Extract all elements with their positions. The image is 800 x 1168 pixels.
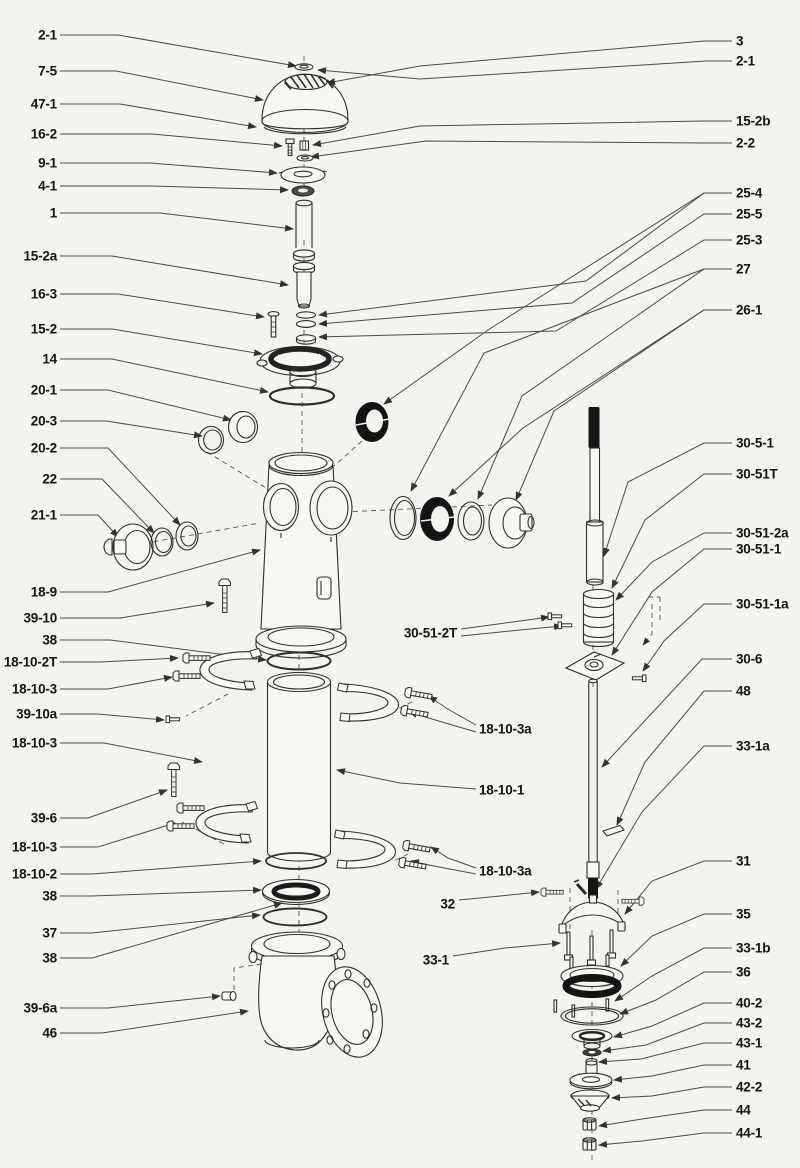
pumper-nozzle-group [389,495,535,549]
part-label-26-1: 26-1 [736,302,763,318]
hose-nozzle-cap-group [103,521,199,571]
part-label-40-2: 40-2 [736,995,763,1011]
part-label-18-9: 18-9 [30,584,57,600]
part-label-18-10-3a: 18-10-3a [479,721,532,737]
part-label-18-10-2T: 18-10-2T [3,654,57,670]
part-label-20-1: 20-1 [30,382,57,398]
part-label-42-2: 42-2 [736,1079,763,1095]
part-label-2-1: 2-1 [736,53,755,69]
part-label-37: 37 [42,925,57,941]
part-label-39-6a: 39-6a [23,1000,57,1016]
part-label-44: 44 [736,1102,751,1118]
part-label-41: 41 [736,1057,751,1073]
part-label-27: 27 [736,261,751,277]
part-label-2-2: 2-2 [736,135,755,151]
valve-bottom-assembly [540,887,645,1151]
part-label-43-1: 43-1 [736,1035,763,1051]
part-label-30-51-2a: 30-51-2a [736,525,789,541]
bonnet-fasteners [285,138,314,162]
o-ring-38-upper [266,651,332,671]
main-valve-stem [585,407,604,586]
part-label-18-10-3: 18-10-3 [11,735,57,751]
part-label-39-6: 39-6 [30,810,57,826]
o-ring-14 [268,386,336,406]
part-label-38: 38 [42,950,57,966]
lower-stem-rod [573,678,625,899]
part-label-18-10-3: 18-10-3 [11,839,57,855]
part-label-15-2b: 15-2b [736,113,771,129]
shoe-elbow [221,931,383,1058]
upper-barrel [255,451,353,659]
part-label-15-2: 15-2 [30,321,57,337]
bolt-16-3 [267,311,280,338]
part-label-2-1: 2-1 [38,27,57,43]
leader-lines-left [60,34,297,1034]
part-label-39-10a: 39-10a [16,706,57,722]
leader-lines-right [310,40,732,1148]
stem-coupling [547,588,661,648]
seal-ring-dark-upper [355,402,390,442]
part-label-38: 38 [42,888,57,904]
part-label-30-51-2T: 30-51-2T [403,625,457,641]
operating-nut-flange [256,345,344,389]
part-label-36: 36 [736,964,751,980]
part-label-33-1: 33-1 [422,952,449,968]
part-label-33-1b: 33-1b [736,940,771,956]
part-label-18-10-3: 18-10-3 [11,681,57,697]
part-label-21-1: 21-1 [30,507,57,523]
part-label-39-10: 39-10 [23,610,57,626]
part-label-4-1: 4-1 [38,178,57,194]
stem-bracket [564,651,647,683]
part-label-30-5-1: 30-5-1 [736,435,774,451]
part-label-15-2a: 15-2a [23,248,57,264]
part-label-20-2: 20-2 [30,440,57,456]
stem-ring-stack [295,311,317,345]
bonnet-assembly [261,63,349,135]
part-label-16-3: 16-3 [30,286,57,302]
part-label-25-4: 25-4 [736,185,763,201]
part-label-38: 38 [42,632,57,648]
part-label-31: 31 [736,853,751,869]
part-label-30-51-1: 30-51-1 [736,541,782,557]
lower-barrel [266,671,332,862]
part-label-43-2: 43-2 [736,1015,763,1031]
part-label-1: 1 [49,205,58,221]
part-label-9-1: 9-1 [38,155,57,171]
part-label-48: 48 [736,683,751,699]
part-label-18-10-2: 18-10-2 [11,866,57,882]
part-label-30-6: 30-6 [736,651,763,667]
part-label-18-10-3a: 18-10-3a [479,863,532,879]
part-label-44-1: 44-1 [736,1125,763,1141]
part-label-14: 14 [42,351,57,367]
part-label-25-3: 25-3 [736,232,763,248]
shoe-gasket-stack [261,852,331,927]
part-label-20-3: 20-3 [30,413,57,429]
part-label-46: 46 [42,1025,57,1041]
part-label-32: 32 [440,896,455,912]
part-label-7-5: 7-5 [38,63,57,79]
part-label-22: 22 [42,471,57,487]
part-label-30-51-1a: 30-51-1a [736,596,789,612]
part-label-18-10-1: 18-10-1 [479,782,525,798]
part-label-33-1a: 33-1a [736,738,770,754]
part-label-47-1: 47-1 [30,96,57,112]
packing-plate-and-stem [278,166,328,309]
seal-rings-upper-left [197,410,259,455]
part-label-25-5: 25-5 [736,206,763,222]
part-label-35: 35 [736,906,751,922]
part-label-3: 3 [736,33,744,49]
part-label-16-2: 16-2 [30,126,57,142]
part-label-30-51T: 30-51T [736,466,778,482]
